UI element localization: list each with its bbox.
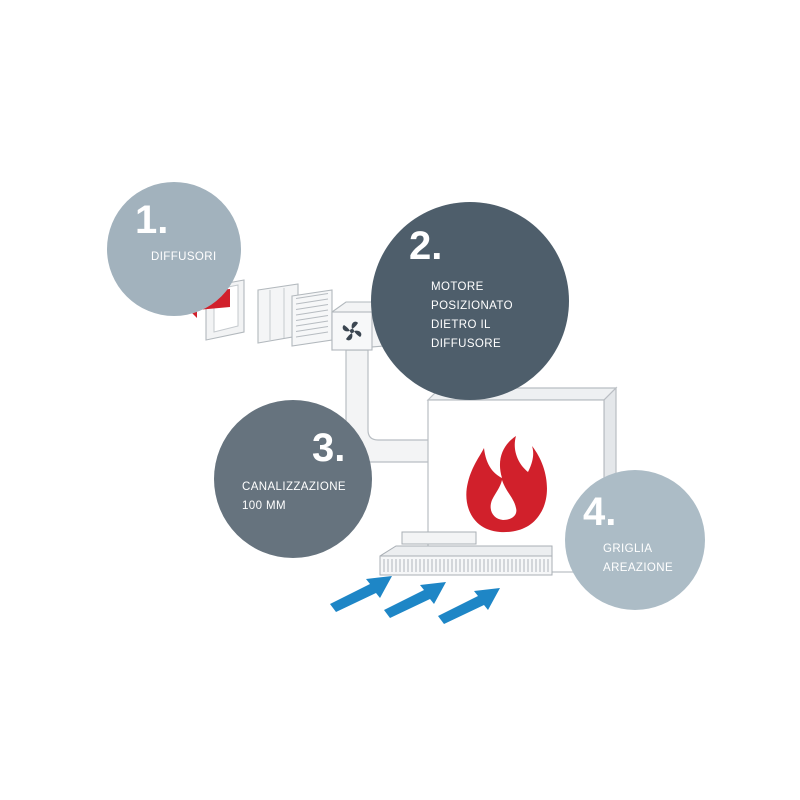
step-1-number: 1. xyxy=(135,198,169,242)
step-3-label: CANALIZZAZIONE 100 MM xyxy=(242,481,347,512)
diffuser-assembly xyxy=(205,279,385,351)
blue-arrow-icon xyxy=(330,576,392,612)
step-1-label: DIFFUSORI xyxy=(151,251,217,263)
step-2-circle: 2. MOTORE POSIZIONATO DIETRO IL DIFFUSOR… xyxy=(371,202,569,400)
step-4-circle: 4. GRIGLIA AREAZIONE xyxy=(565,470,705,610)
step-4-number: 4. xyxy=(583,490,617,534)
blue-arrows xyxy=(330,576,500,624)
step-2-label: MOTORE POSIZIONATO DIETRO IL DIFFUSORE xyxy=(431,281,513,350)
step-3-circle: 3. CANALIZZAZIONE 100 MM xyxy=(214,400,372,558)
step-1-circle: 1. DIFFUSORI xyxy=(107,182,241,316)
fan-icon xyxy=(342,321,362,341)
blue-arrow-icon xyxy=(438,588,500,624)
step-2-number: 2. xyxy=(409,224,443,268)
step-4-label: GRIGLIA AREAZIONE xyxy=(603,543,674,574)
flame-icon xyxy=(466,436,547,533)
blue-arrow-icon xyxy=(384,582,446,618)
step-3-number: 3. xyxy=(312,426,346,470)
ventilation-grille xyxy=(379,531,553,576)
